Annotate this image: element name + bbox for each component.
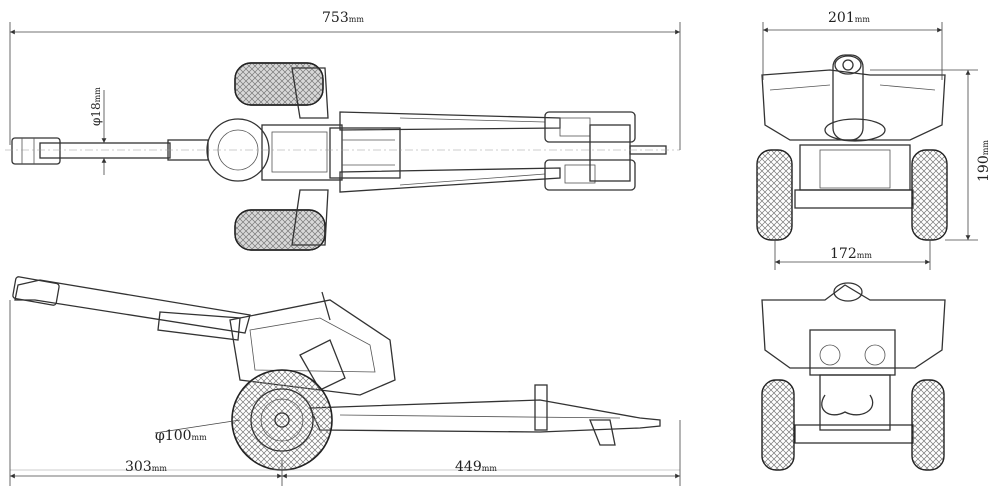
rear-length-label: 449mm (455, 459, 497, 475)
front-length-label: 303mm (125, 459, 167, 475)
side-wheel (231, 369, 333, 471)
dim-overall-length: 753mm (9, 10, 681, 150)
dim-height: 190mm (870, 69, 992, 241)
dim-track-width: 172mm (774, 240, 931, 270)
dim-rear-length: 449mm (282, 420, 681, 486)
dim-wheel-diameter: φ100mm (154, 419, 241, 444)
wheel-diameter-label: φ100mm (155, 428, 207, 444)
barrel-diameter-label: φ18mm (89, 87, 103, 126)
height-label: 190mm (976, 140, 992, 182)
track-width-label: 172mm (830, 246, 872, 262)
dim-barrel-diameter: φ18mm (89, 87, 107, 175)
front-view (756, 54, 948, 241)
overall-width-label: 201mm (828, 10, 870, 26)
front-wheel-right (911, 149, 948, 241)
rear-wheel-left (761, 379, 795, 471)
dim-front-length: 303mm (9, 300, 283, 486)
rear-wheel-right (911, 379, 945, 471)
top-view (5, 62, 680, 251)
rear-view (761, 282, 946, 471)
dim-overall-width: 201mm (762, 10, 943, 80)
front-wheel-left (756, 149, 793, 241)
overall-length-label: 753mm (322, 10, 364, 26)
side-view (10, 276, 680, 471)
